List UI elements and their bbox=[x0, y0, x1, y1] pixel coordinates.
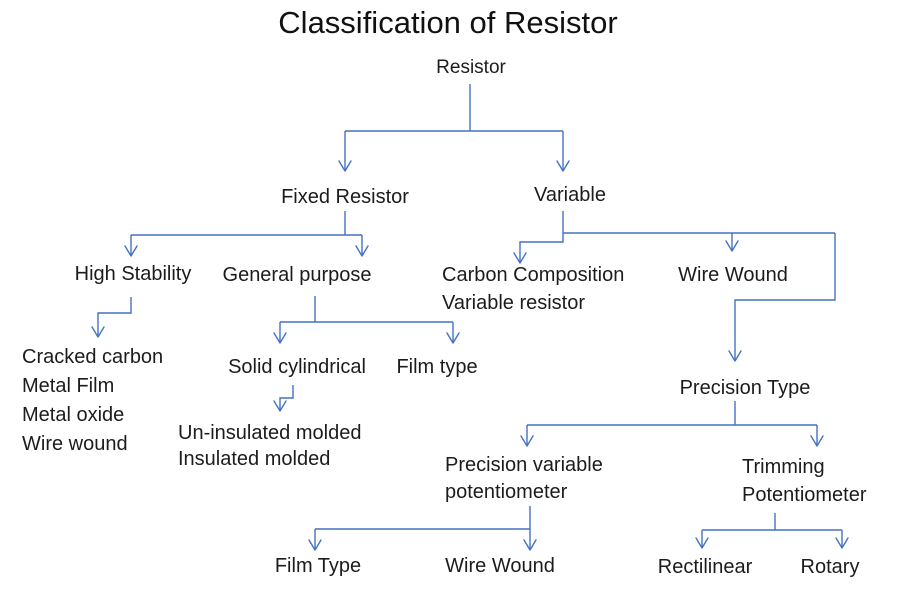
node-high-stability-list: Cracked carbon Metal Film Metal oxide Wi… bbox=[22, 343, 163, 459]
node-carbon-composition-line1: Carbon Composition bbox=[442, 264, 625, 286]
connector-precision-type-children bbox=[520, 401, 824, 447]
list-item-metal-oxide: Metal oxide bbox=[22, 404, 125, 426]
node-precision-type: Precision Type bbox=[679, 377, 811, 399]
connector-resistor-children bbox=[338, 84, 570, 172]
list-item-wire-wound: Wire wound bbox=[22, 433, 128, 455]
list-item-un-insulated-molded: Un-insulated molded bbox=[178, 422, 362, 444]
node-fixed-resistor: Fixed Resistor bbox=[281, 186, 409, 208]
connector-variable-children bbox=[513, 211, 836, 362]
list-item-cracked-carbon: Cracked carbon bbox=[22, 346, 164, 368]
diagram-title: Classification of Resistor bbox=[278, 5, 618, 40]
node-high-stability: High Stability bbox=[74, 263, 192, 285]
node-molded-list: Un-insulated molded Insulated molded bbox=[178, 420, 361, 472]
node-variable: Variable bbox=[534, 184, 606, 206]
node-resistor: Resistor bbox=[436, 57, 506, 78]
node-film-type: Film type bbox=[396, 356, 478, 378]
node-wire-wound-bottom: Wire Wound bbox=[445, 555, 555, 577]
node-trimming-line2: Potentiometer bbox=[742, 484, 867, 506]
connector-trimming-children bbox=[695, 513, 849, 549]
node-trimming-potentiometer: Trimming Potentiometer bbox=[742, 453, 867, 509]
node-wire-wound-variable: Wire Wound bbox=[678, 264, 788, 286]
connector-general-purpose-children bbox=[273, 296, 460, 344]
node-precision-variable-line2: potentiometer bbox=[445, 481, 568, 503]
connector-high-stability-list bbox=[91, 297, 132, 338]
connector-solid-cylindrical-list bbox=[273, 385, 294, 412]
connector-fixed-resistor-children bbox=[124, 211, 369, 257]
node-trimming-line1: Trimming bbox=[742, 456, 825, 478]
node-general-purpose: General purpose bbox=[222, 264, 372, 286]
connector-precision-variable-children bbox=[308, 506, 537, 551]
node-rectilinear: Rectilinear bbox=[657, 556, 753, 578]
node-carbon-composition: Carbon Composition Variable resistor bbox=[442, 261, 624, 317]
node-precision-variable-potentiometer: Precision variable potentiometer bbox=[445, 452, 603, 506]
list-item-insulated-molded: Insulated molded bbox=[178, 448, 331, 470]
node-rotary: Rotary bbox=[800, 556, 860, 578]
list-item-metal-film: Metal Film bbox=[22, 375, 115, 397]
node-carbon-composition-line2: Variable resistor bbox=[442, 292, 586, 314]
node-film-type-bottom: Film Type bbox=[274, 555, 362, 577]
node-precision-variable-line1: Precision variable bbox=[445, 454, 603, 476]
node-solid-cylindrical: Solid cylindrical bbox=[228, 356, 366, 378]
